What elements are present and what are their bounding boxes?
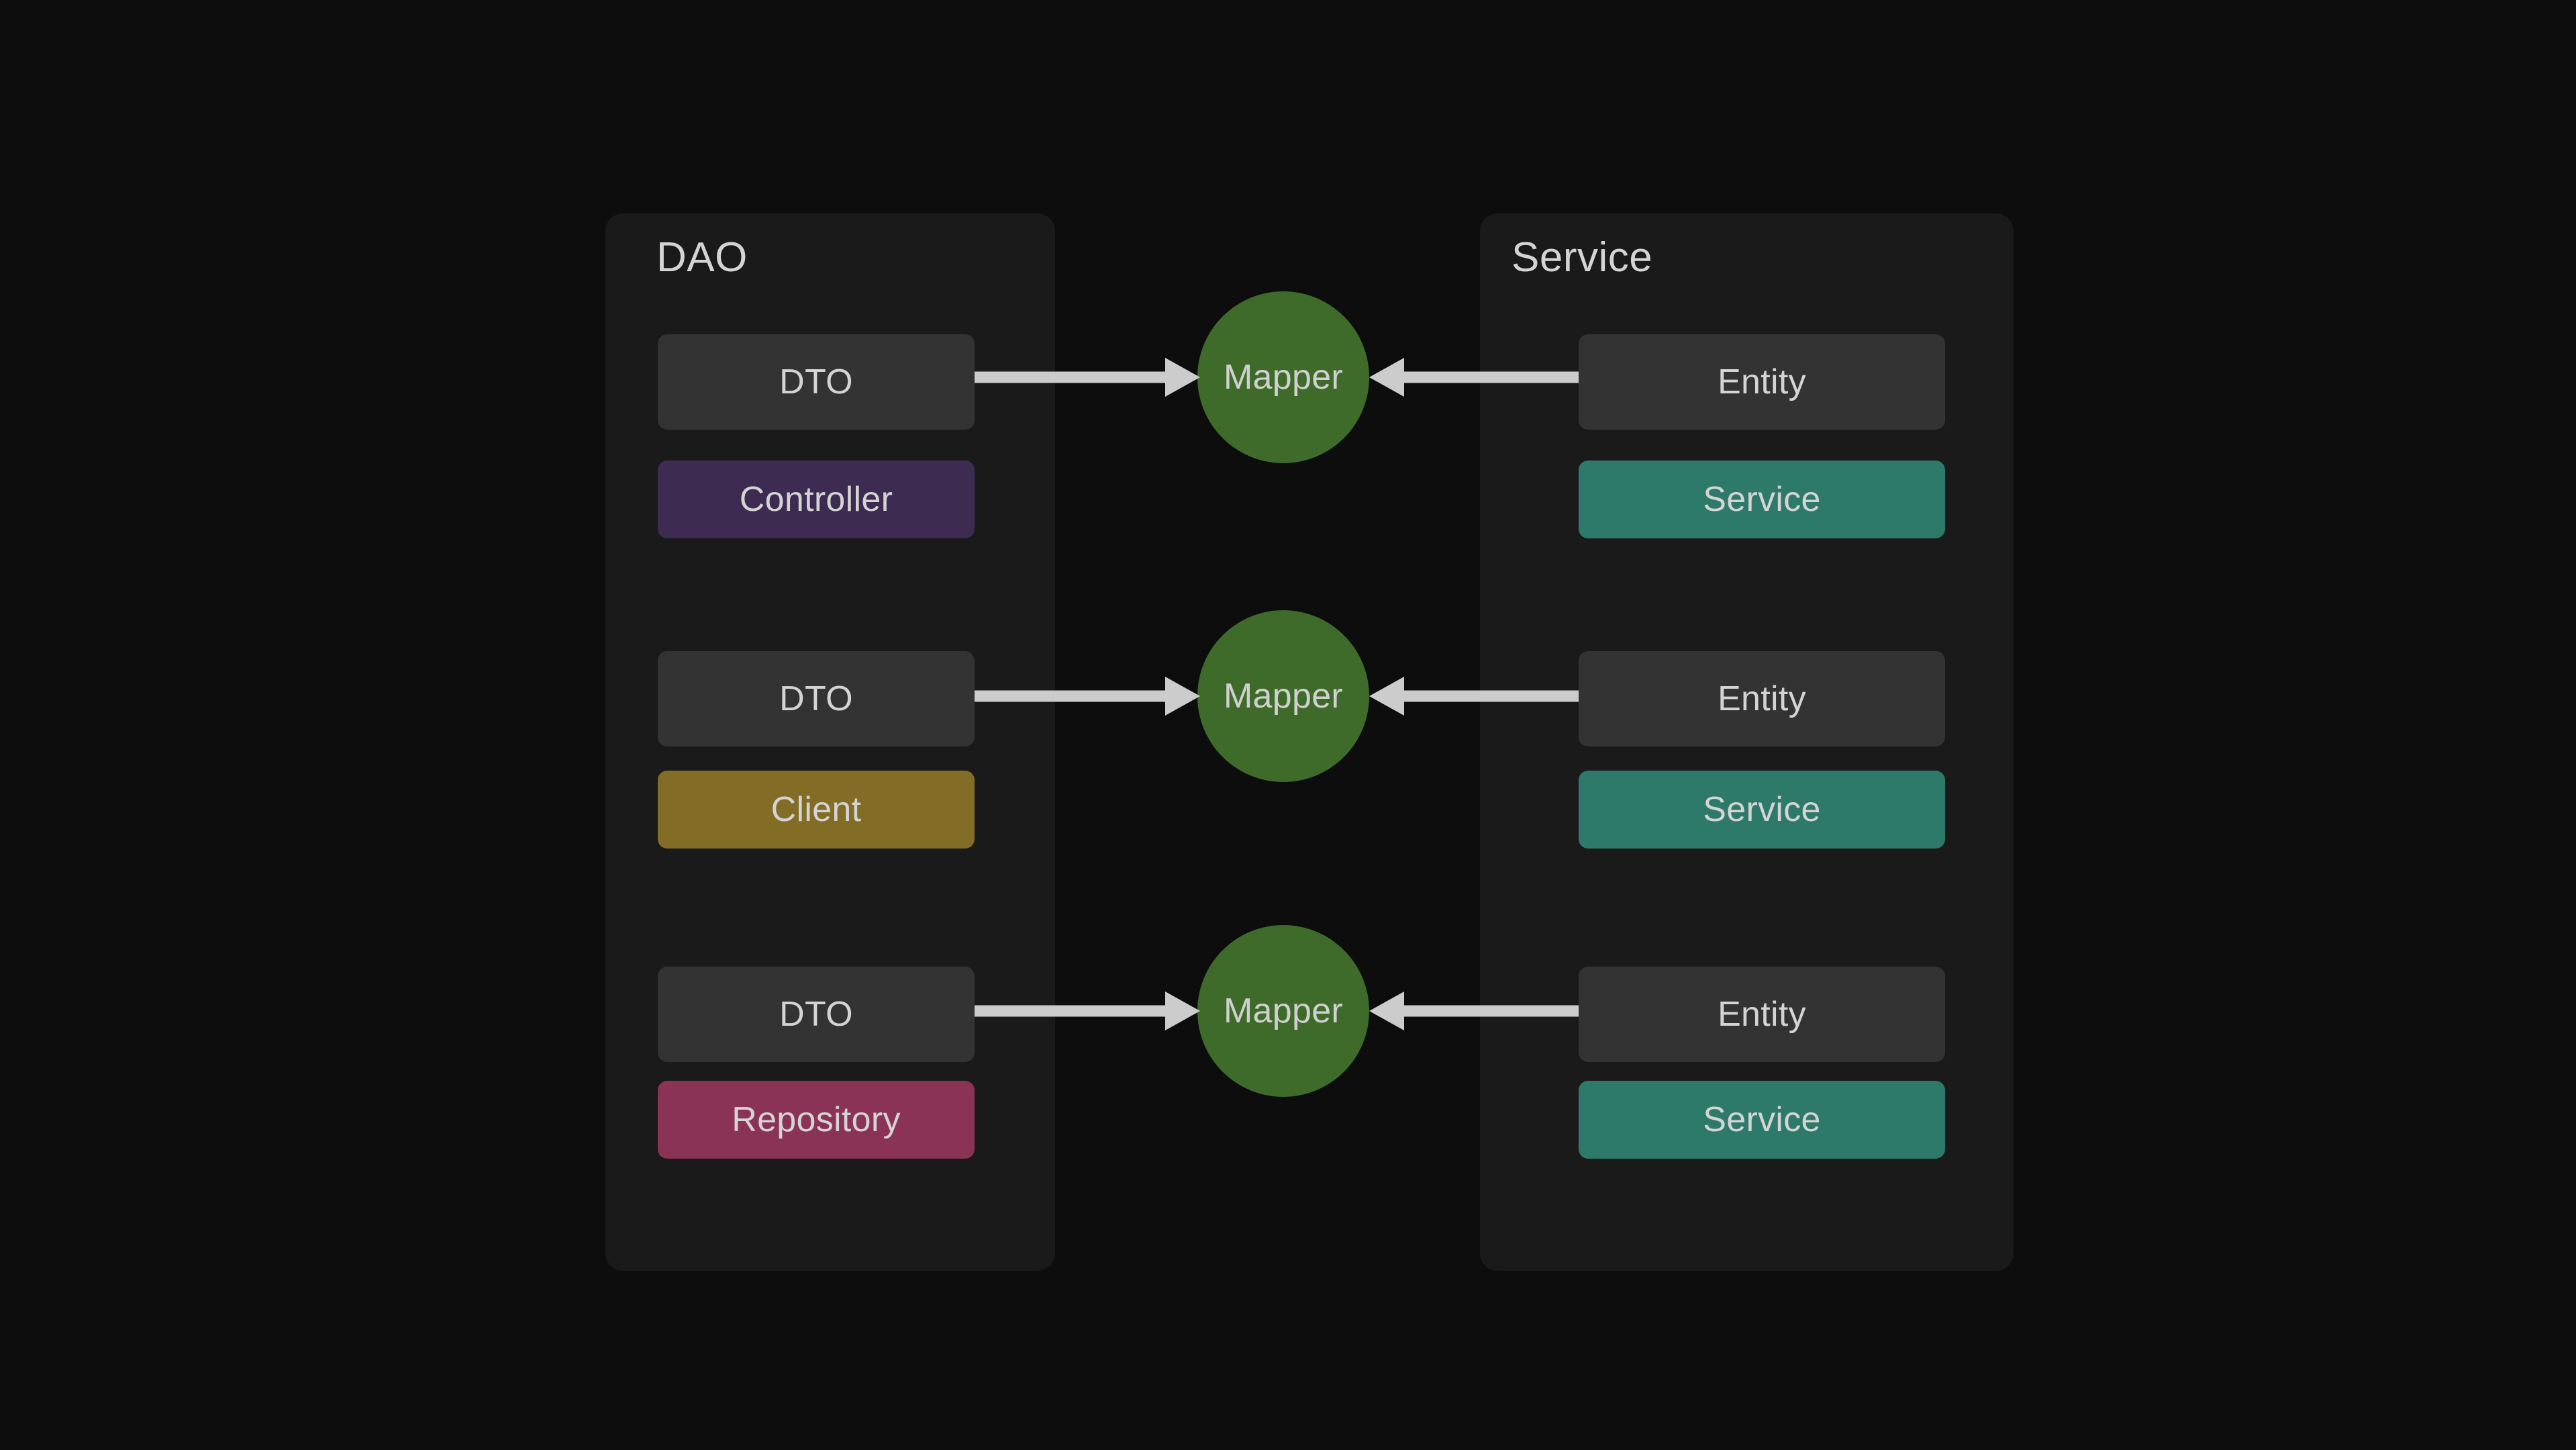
dao-repository-box[interactable]: Repository (658, 1081, 975, 1159)
mapper-circle-3[interactable]: Mapper (1197, 925, 1369, 1097)
service-service-box-3[interactable]: Service (1579, 1081, 1945, 1159)
service-service-box-2[interactable]: Service (1579, 771, 1945, 849)
dao-dto-box-1[interactable]: DTO (658, 334, 975, 430)
service-entity-box-3[interactable]: Entity (1579, 967, 1945, 1062)
service-service-box-1[interactable]: Service (1579, 461, 1945, 538)
mapper-circle-1[interactable]: Mapper (1197, 291, 1369, 463)
service-panel-title: Service (1512, 234, 1653, 281)
mapper-circle-2[interactable]: Mapper (1197, 610, 1369, 782)
dao-dto-box-3[interactable]: DTO (658, 967, 975, 1062)
dao-client-box[interactable]: Client (658, 771, 975, 849)
service-entity-box-2[interactable]: Entity (1579, 651, 1945, 746)
dao-dto-box-2[interactable]: DTO (658, 651, 975, 746)
service-entity-box-1[interactable]: Entity (1579, 334, 1945, 430)
dao-controller-box[interactable]: Controller (658, 461, 975, 538)
dao-panel-title: DAO (656, 234, 748, 281)
